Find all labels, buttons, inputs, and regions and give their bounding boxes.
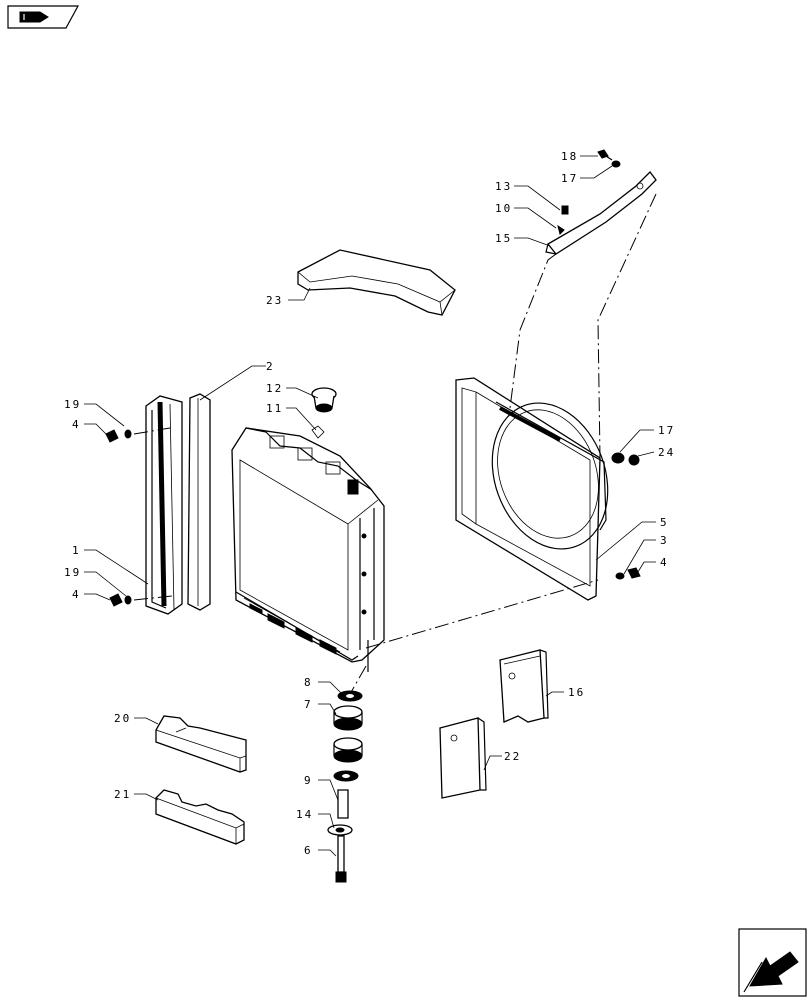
part-8-washer-lower: [333, 770, 359, 782]
part-22-foam-pad: [439, 717, 487, 799]
callout-14[interactable]: 14: [296, 808, 313, 821]
callout-16[interactable]: 16: [568, 686, 585, 699]
part-19-washer-upper-left: [124, 429, 132, 439]
callout-15[interactable]: 15: [495, 232, 512, 245]
callout-11[interactable]: 11: [266, 402, 283, 415]
callout-6[interactable]: 6: [304, 844, 313, 857]
callout-21[interactable]: 21: [114, 788, 131, 801]
callout-19[interactable]: 19: [64, 566, 81, 579]
part-3-washer-right: [615, 572, 625, 580]
back-button[interactable]: [7, 5, 80, 29]
part-5-fan-shroud: [455, 377, 609, 601]
part-7-rubber-mount-lower: [333, 737, 363, 763]
callout-3[interactable]: 3: [660, 534, 669, 547]
callout-17[interactable]: 17: [561, 172, 578, 185]
part-23-foam-block: [297, 249, 456, 316]
part-6-bolt: [335, 835, 347, 883]
part-2-side-seal: [187, 393, 211, 611]
callout-9[interactable]: 9: [304, 774, 313, 787]
part-9-spacer: [337, 789, 349, 819]
callout-17[interactable]: 17: [658, 424, 675, 437]
callout-8[interactable]: 8: [304, 676, 313, 689]
leader-lines: [84, 155, 656, 857]
part-12-radiator-cap: [311, 387, 337, 413]
callout-22[interactable]: 22: [504, 750, 521, 763]
part-17-washer-top: [611, 160, 621, 168]
callout-10[interactable]: 10: [495, 202, 512, 215]
part-4-bolt-lower-left: [109, 593, 123, 607]
part-11-filler-neck: [311, 425, 325, 439]
callout-20[interactable]: 20: [114, 712, 131, 725]
callout-7[interactable]: 7: [304, 698, 313, 711]
callout-4[interactable]: 4: [660, 556, 669, 569]
part-16-foam-pad: [499, 649, 549, 723]
callout-13[interactable]: 13: [495, 180, 512, 193]
radiator-assembly: [231, 427, 385, 672]
part-18-bolt: [597, 149, 613, 161]
callout-1[interactable]: 1: [72, 544, 81, 557]
part-24-nut: [628, 454, 640, 466]
part-15-bracket: [545, 171, 657, 255]
callout-23[interactable]: 23: [266, 294, 283, 307]
hand-pointer-icon: [19, 11, 49, 23]
callout-19[interactable]: 19: [64, 398, 81, 411]
part-1-side-seal: [145, 395, 183, 615]
callout-24[interactable]: 24: [658, 446, 675, 459]
part-13-screw: [561, 205, 569, 215]
callout-2[interactable]: 2: [266, 360, 275, 373]
callout-4[interactable]: 4: [72, 588, 81, 601]
part-17-washer-right: [611, 452, 625, 464]
part-19-washer-lower-left: [124, 595, 132, 605]
part-20-foam-block: [155, 715, 247, 773]
assembly-lines: [133, 193, 657, 695]
callout-18[interactable]: 18: [561, 150, 578, 163]
part-10-washer: [557, 224, 565, 235]
callout-5[interactable]: 5: [660, 516, 669, 529]
next-button[interactable]: [738, 928, 807, 997]
part-4-bolt-right: [627, 567, 641, 579]
callout-12[interactable]: 12: [266, 382, 283, 395]
callout-labels: 18 17 13 10 15 23 2 12 11 19 4 17 24 1 1…: [64, 150, 675, 857]
part-4-bolt-upper-left: [105, 429, 119, 443]
callout-4[interactable]: 4: [72, 418, 81, 431]
part-8-washer: [337, 690, 363, 702]
part-14-washer: [327, 824, 353, 836]
part-21-foam-block: [155, 789, 245, 845]
arrow-next-icon: [743, 951, 799, 993]
part-7-rubber-mount-upper: [333, 705, 363, 731]
